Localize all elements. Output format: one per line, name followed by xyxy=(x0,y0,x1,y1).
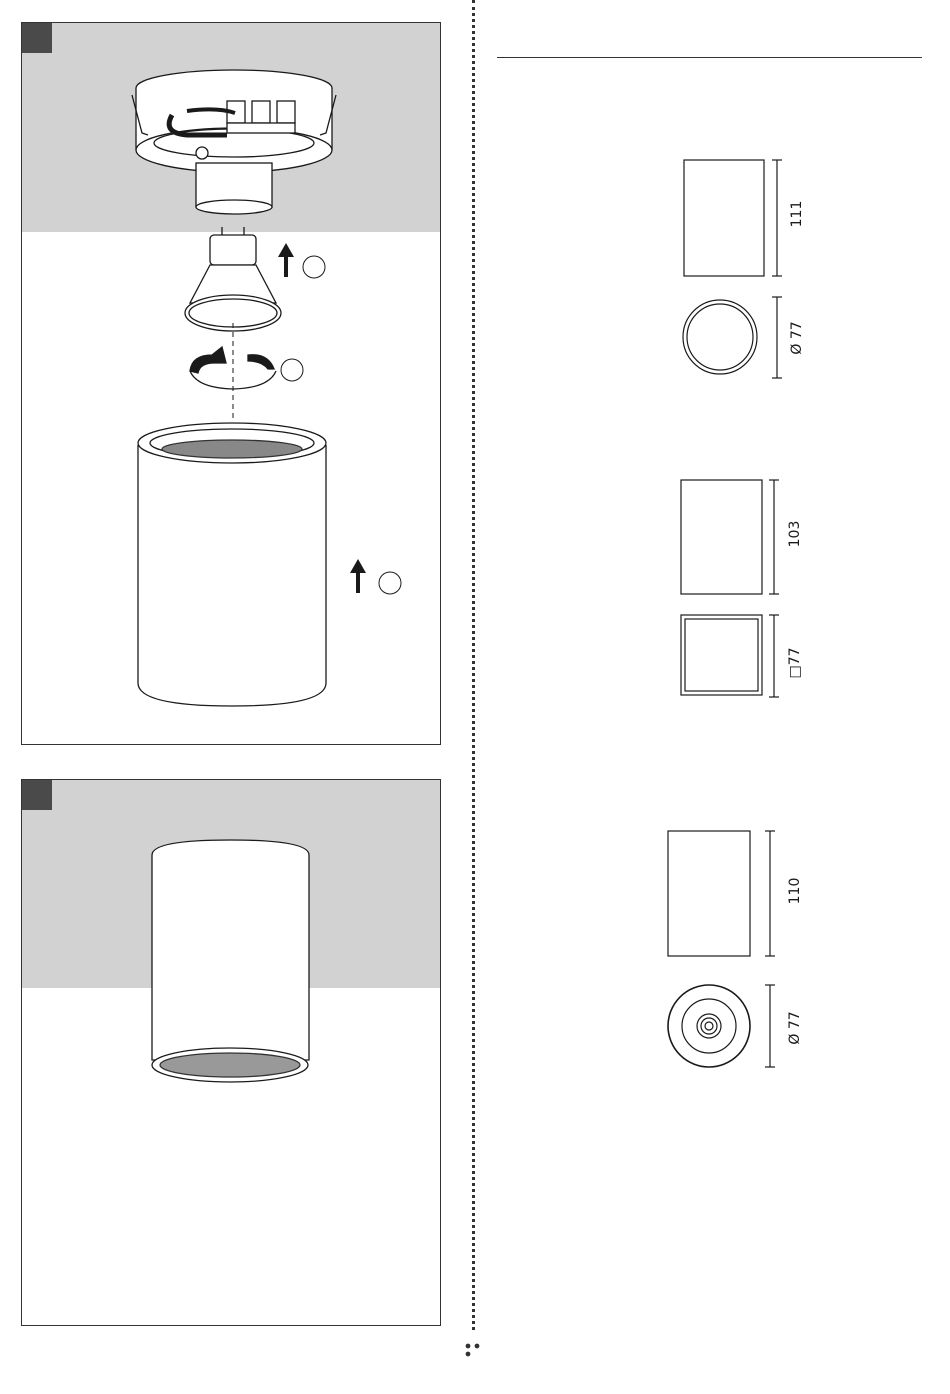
step-panel-installed xyxy=(21,779,441,1326)
model2-side-view xyxy=(681,480,762,594)
gu10-bulb xyxy=(185,227,281,331)
model2-top-view xyxy=(681,615,762,695)
model3-side-view xyxy=(668,831,750,956)
installed-illustration xyxy=(22,780,440,1325)
callout-circle xyxy=(303,256,325,278)
model1-height-label: 111 xyxy=(789,197,805,231)
cylinder-housing xyxy=(138,423,326,706)
model1-diameter-label: Ø 77 xyxy=(789,317,805,359)
up-arrow-icon xyxy=(350,559,366,593)
model2-height-label: 103 xyxy=(787,517,803,551)
up-arrow-icon xyxy=(278,243,294,277)
page-marker-icon xyxy=(464,1342,484,1358)
installed-cylinder xyxy=(152,840,309,1082)
removal-illustration xyxy=(22,23,440,744)
model1-top-view xyxy=(683,300,757,374)
callout-circle xyxy=(281,359,303,381)
model3-bottom-view xyxy=(668,985,750,1067)
column-divider xyxy=(472,0,475,1330)
mounting-plate xyxy=(132,70,336,172)
model3-diameter-label: Ø 77 xyxy=(787,1007,803,1049)
header-rule xyxy=(497,57,922,58)
callout-circle xyxy=(379,572,401,594)
model2-width-label: □77 xyxy=(787,642,803,684)
lamp-socket xyxy=(196,163,272,214)
model1-side-view xyxy=(684,160,764,276)
step-panel-removal xyxy=(21,22,441,745)
model3-height-label: 110 xyxy=(787,874,803,908)
